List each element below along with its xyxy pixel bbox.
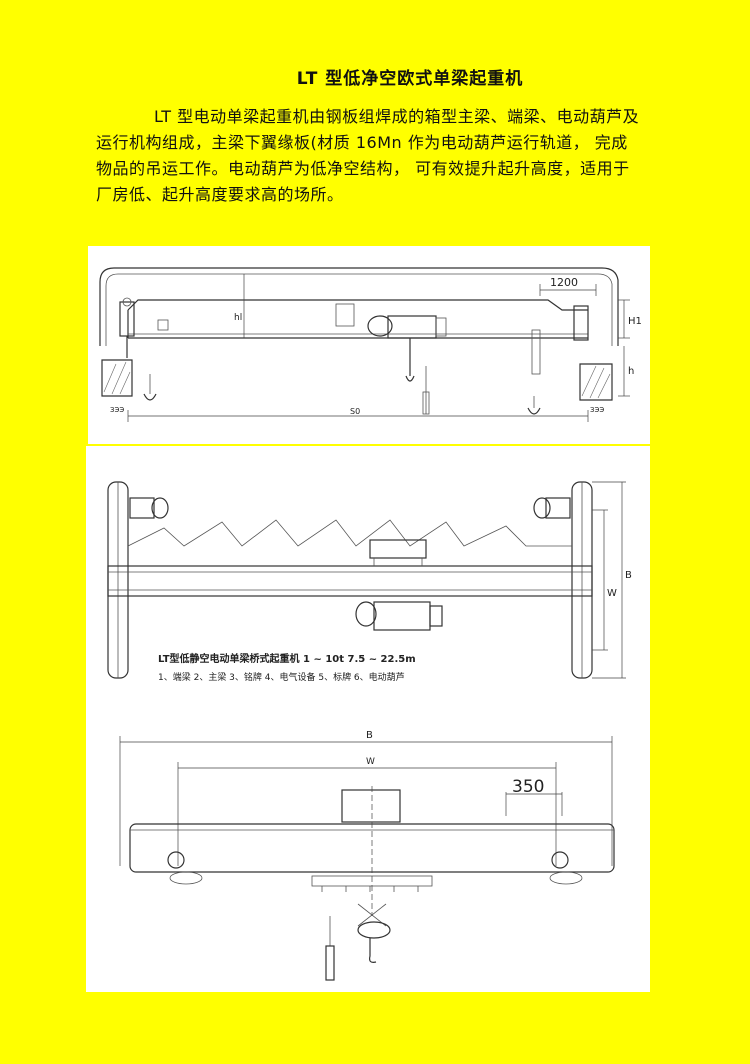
dim-hl-label: hl bbox=[234, 313, 242, 323]
right-offset-label: ЗЭЭ bbox=[590, 406, 604, 414]
endview-dim-W-label: W bbox=[366, 757, 375, 767]
plan-dim-W-label: W bbox=[607, 588, 617, 599]
left-offset-label: ЗЭЭ bbox=[110, 406, 124, 414]
side-elevation-drawing: 1200 H1 h hl S0 ЗЭЭ ЗЭЭ bbox=[88, 246, 650, 444]
dim-h-label: h bbox=[628, 366, 634, 377]
drawing2-legend: 1、端梁 2、主梁 3、铭牌 4、电气设备 5、标牌 6、电动葫芦 bbox=[158, 671, 405, 683]
span-label: S0 bbox=[350, 407, 360, 416]
plan-dim-B-label: B bbox=[625, 570, 632, 581]
dim-h1-label: H1 bbox=[628, 316, 642, 327]
side-elevation-svg: 1200 H1 h hl S0 ЗЭЭ ЗЭЭ bbox=[99, 267, 642, 422]
plan-and-end-view-panel: B W LT型低静空电动单梁桥式起重机 1 ~ 10t 7.5 ~ 22.5m … bbox=[86, 446, 650, 992]
endview-dim-B-label: B bbox=[366, 730, 373, 741]
page-title: LT 型低净空欧式单梁起重机 bbox=[296, 69, 524, 89]
dim-1200-label: 1200 bbox=[550, 276, 578, 289]
drawing2-caption: LT型低静空电动单梁桥式起重机 1 ~ 10t 7.5 ~ 22.5m bbox=[158, 652, 416, 665]
dim-350-label: 350 bbox=[512, 777, 544, 797]
plan-and-end-view-svg: B W LT型低静空电动单梁桥式起重机 1 ~ 10t 7.5 ~ 22.5m … bbox=[107, 481, 632, 981]
description-paragraph: LT 型电动单梁起重机由钢板组焊成的箱型主梁、端梁、电动葫芦及运行机构组成，主梁… bbox=[96, 107, 640, 204]
